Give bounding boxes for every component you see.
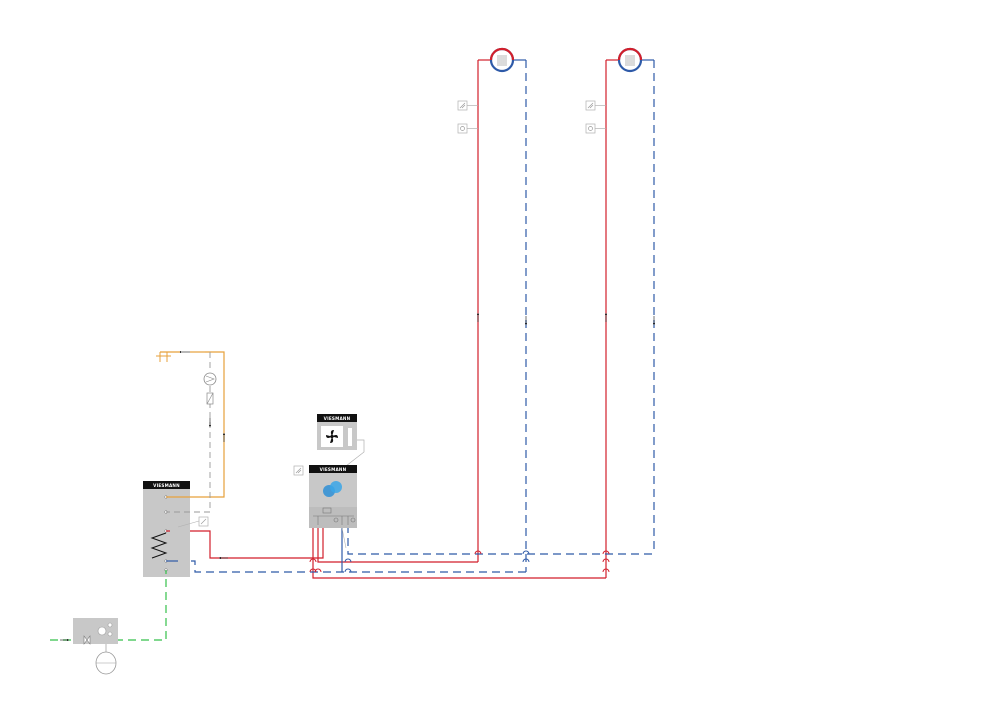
radiator-1	[489, 47, 515, 73]
radiator-loop-1	[476, 59, 528, 572]
indoor-sensor-line	[341, 527, 347, 549]
expansion-vessel-icon	[95, 644, 117, 675]
dhw-storage-cylinder: VIESMANN	[143, 481, 209, 577]
valve-icon	[83, 635, 91, 645]
radiator-loop-2	[604, 59, 656, 578]
supply-to-loop-2	[312, 525, 606, 579]
heat-pump-logo-icon	[323, 481, 342, 497]
room-controls-loop-1	[457, 100, 478, 134]
hot-water-tap-icon	[156, 352, 171, 362]
brand-logo: VIESMANN	[320, 467, 347, 472]
heat-pump-indoor-unit: VIESMANN	[309, 465, 357, 549]
logo-bar	[309, 465, 357, 473]
hot-water-outlet	[166, 351, 225, 498]
dhw-piping	[160, 350, 226, 513]
radiator-2	[617, 47, 643, 73]
logo-bar	[317, 414, 357, 422]
return-from-loop-2	[347, 525, 654, 555]
supply-to-loop-1	[317, 525, 478, 563]
brand-logo: VIESMANN	[324, 416, 351, 421]
brand-logo: VIESMANN	[153, 483, 180, 488]
cold-water-line	[50, 570, 167, 641]
water-treatment-unit	[73, 618, 118, 645]
logo-bar	[143, 481, 190, 489]
circulation-return	[166, 352, 211, 513]
heating-coil-icon	[150, 532, 168, 559]
heat-pump-outdoor-unit: VIESMANN	[317, 414, 365, 467]
room-controls-loop-2	[585, 100, 606, 134]
internal-hydraulics	[313, 507, 356, 525]
distribution-piping	[170, 525, 654, 579]
return-from-loop-1	[178, 560, 526, 573]
radiator-icon	[625, 55, 635, 66]
check-valve-icon	[206, 392, 214, 405]
supply-to-cylinder-coil	[170, 525, 324, 559]
circulation-pump-icon	[203, 372, 217, 386]
outdoor-sensor-icon	[293, 465, 304, 476]
outdoor-unit-link	[345, 439, 365, 467]
radiator-icon	[497, 55, 507, 66]
fan-icon	[326, 430, 338, 443]
